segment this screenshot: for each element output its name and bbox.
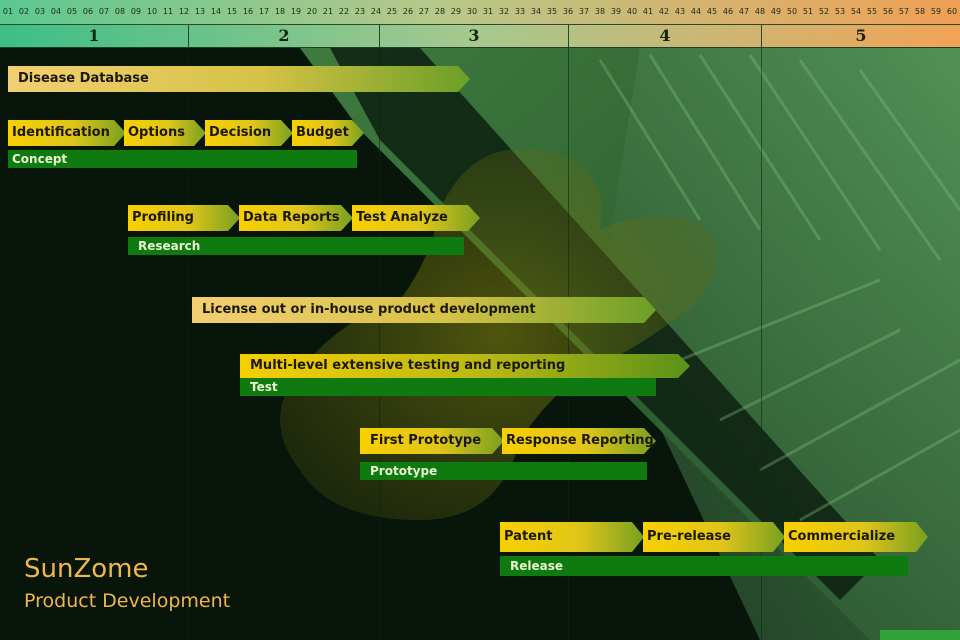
month-label: 06: [82, 7, 94, 16]
brand-subtitle: Product Development: [24, 590, 231, 612]
month-label: 59: [930, 7, 942, 16]
task-data-reports: Data Reports: [239, 205, 353, 231]
task-commercialize: Commercialize: [784, 522, 928, 552]
phase-concept: Concept: [8, 150, 357, 168]
month-label: 42: [658, 7, 670, 16]
month-label: 34: [530, 7, 542, 16]
grid-line: [761, 48, 762, 640]
month-label: 08: [114, 7, 126, 16]
month-label: 58: [914, 7, 926, 16]
month-label: 41: [642, 7, 654, 16]
phase-test: Test: [240, 378, 656, 396]
task-patent: Patent: [500, 522, 644, 552]
year-1: 1: [88, 26, 100, 45]
task-identification: Identification: [8, 120, 126, 146]
month-label: 25: [386, 7, 398, 16]
month-label: 02: [18, 7, 30, 16]
month-label: 52: [818, 7, 830, 16]
phase-release: Release: [500, 556, 908, 576]
task-decision: Decision: [205, 120, 293, 146]
year-4: 4: [568, 25, 761, 47]
month-label: 55: [866, 7, 878, 16]
month-label: 44: [690, 7, 702, 16]
month-label: 21: [322, 7, 334, 16]
month-label: 11: [162, 7, 174, 16]
month-label: 22: [338, 7, 350, 16]
month-label: 32: [498, 7, 510, 16]
month-label: 03: [34, 7, 46, 16]
month-label: 09: [130, 7, 142, 16]
month-label: 16: [242, 7, 254, 16]
month-label: 49: [770, 7, 782, 16]
month-label: 56: [882, 7, 894, 16]
month-label: 24: [370, 7, 382, 16]
task-first-prototype: First Prototype: [360, 428, 504, 454]
month-label: 39: [610, 7, 622, 16]
month-label: 40: [626, 7, 638, 16]
task-pre-release: Pre-release: [643, 522, 785, 552]
month-label: 36: [562, 7, 574, 16]
month-label: 26: [402, 7, 414, 16]
month-label: 17: [258, 7, 270, 16]
month-label: 12: [178, 7, 190, 16]
month-label: 31: [482, 7, 494, 16]
month-label: 47: [738, 7, 750, 16]
month-label: 50: [786, 7, 798, 16]
month-label: 05: [66, 7, 78, 16]
month-label: 07: [98, 7, 110, 16]
month-label: 30: [466, 7, 478, 16]
month-label: 04: [50, 7, 62, 16]
year-scale: 1 2 3 4 5: [0, 24, 960, 48]
month-label: 28: [434, 7, 446, 16]
month-label: 51: [802, 7, 814, 16]
month-label: 13: [194, 7, 206, 16]
month-label: 27: [418, 7, 430, 16]
phase-prototype: Prototype: [360, 462, 647, 480]
grid-line: [568, 48, 569, 640]
year-3: 3: [379, 25, 568, 47]
grid-line: [188, 48, 189, 640]
task-license: License out or in-house product developm…: [192, 297, 656, 323]
task-profiling: Profiling: [128, 205, 240, 231]
month-label: 57: [898, 7, 910, 16]
task-test-analyze: Test Analyze: [352, 205, 480, 231]
month-label: 46: [722, 7, 734, 16]
month-label: 60: [946, 7, 958, 16]
month-label: 10: [146, 7, 158, 16]
month-label: 38: [594, 7, 606, 16]
task-disease-database: Disease Database: [8, 66, 470, 92]
year-5: 5: [761, 25, 960, 47]
month-label: 20: [306, 7, 318, 16]
month-label: 54: [850, 7, 862, 16]
task-multilevel-testing: Multi-level extensive testing and report…: [240, 354, 690, 378]
month-scale: 01 02 03 04 05 06 07 08 09 10 11 12 13 14 15 16 17 18 19 20…: [0, 0, 960, 24]
brand-name: SunZome: [24, 554, 149, 584]
month-label: 33: [514, 7, 526, 16]
month-label: 45: [706, 7, 718, 16]
month-label: 14: [210, 7, 222, 16]
month-label: 43: [674, 7, 686, 16]
month-label: 23: [354, 7, 366, 16]
month-label: 15: [226, 7, 238, 16]
task-response-reporting: Response Reporting: [502, 428, 656, 454]
task-options: Options: [124, 120, 206, 146]
month-label: 48: [754, 7, 766, 16]
task-budget: Budget: [292, 120, 364, 146]
month-label: 01: [2, 7, 14, 16]
grid-line: [379, 48, 380, 640]
month-label: 29: [450, 7, 462, 16]
month-label: 35: [546, 7, 558, 16]
month-label: 18: [274, 7, 286, 16]
phase-research: Research: [128, 237, 464, 255]
year-2: 2: [188, 25, 379, 47]
month-label: 37: [578, 7, 590, 16]
month-label: 53: [834, 7, 846, 16]
month-label: 19: [290, 7, 302, 16]
